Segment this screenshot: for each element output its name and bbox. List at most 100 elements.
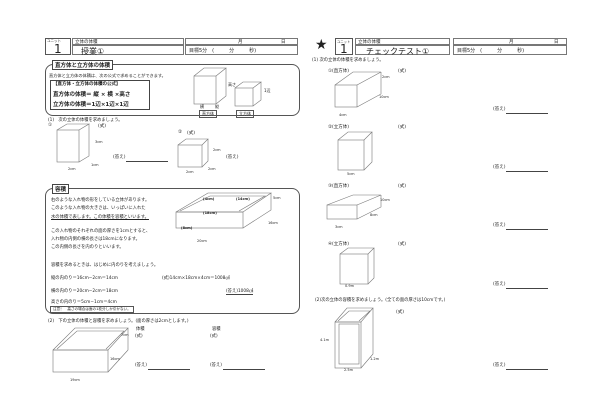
text-line: この内側の長さを内のりといいます。: [51, 245, 124, 251]
text-line: 水の体積で表します。この体積を容積といいます。: [51, 214, 149, 220]
calc-height: 高さの内のり＝5cm−1cm＝4cm: [51, 300, 117, 305]
unit-label: ユニット: [47, 39, 61, 43]
text-line: 入れ物の内側の横の長さは18cmになります。: [51, 237, 140, 243]
calc-depth: 縦の内のり＝16cm−2cm＝14cm: [51, 276, 118, 281]
capacity-answer-line[interactable]: [223, 363, 265, 370]
item-label: ④(立方体): [328, 242, 350, 247]
text-line: このような入れ物の大きさは、いっぱいに入れた: [51, 206, 146, 212]
q2-formula: (式): [396, 310, 405, 315]
width-label: 横: [200, 104, 204, 109]
item-formula: (式): [398, 242, 407, 247]
calc-width: 横の内のり＝20cm−2cm＝18cm: [51, 289, 118, 294]
capacity-box: [45, 188, 300, 314]
topic: 立体の体積: [75, 40, 98, 45]
dim-label: 2cm: [68, 167, 76, 171]
date-cell: 月日: [453, 38, 567, 45]
volume-heading: 体積: [136, 327, 145, 332]
volume-answer-line[interactable]: [148, 363, 190, 370]
note: 注意！ 高さの場合は面の1枚分しか引かない。: [50, 306, 134, 313]
dim-label: 10cm: [379, 95, 389, 99]
intro-heading: 直方体と立方体の体積: [52, 60, 114, 70]
cube-diagram: [234, 81, 262, 107]
cube-2: [337, 131, 373, 171]
formula-cube: 立方体の体積＝1辺×1辺×1辺: [53, 102, 129, 108]
day-label: 日: [554, 40, 559, 45]
answer-line[interactable]: [506, 165, 548, 172]
topic: 立体の体積: [358, 40, 381, 45]
q1-1-answer-line[interactable]: [126, 155, 168, 162]
answer-label: (答え): [493, 363, 506, 368]
cube-label: 立方体: [236, 110, 254, 118]
calc-formula: (式)14cm×18cm×4cm＝1008㎤: [162, 276, 230, 281]
fig-label: 20cm: [197, 239, 207, 243]
q1-prompt: (1) 次の立体の体積を求めましょう。: [312, 58, 384, 63]
intro-box: [45, 64, 300, 116]
q1-1-num: ①: [48, 123, 53, 128]
q1-2-num: ②: [178, 130, 183, 135]
answer-line[interactable]: [506, 282, 548, 289]
answer-label: (答え): [493, 282, 506, 287]
day-label: 日: [281, 40, 286, 45]
title-cell: チェックテスト①: [355, 45, 450, 56]
cuboid-diagram: [193, 67, 227, 105]
text-line: 容積を求めるときは、はじめに内のりを考えましょう。: [51, 263, 159, 268]
month-label: 月: [509, 40, 514, 45]
month-label: 月: [238, 40, 243, 45]
q1-2-answer-label: (答え): [226, 155, 239, 160]
fig-label: (18cm): [203, 211, 217, 215]
topic-cell: 立体の体積: [72, 38, 184, 45]
tall-container: [334, 307, 374, 369]
item-label: ③(直方体): [328, 184, 350, 189]
dim-label: 2.5m: [344, 368, 353, 372]
item-formula: (式): [398, 125, 407, 130]
answer-line[interactable]: [506, 223, 548, 230]
q1-2-cube: [177, 138, 209, 168]
dim-label: 19cm: [70, 378, 80, 382]
height-label: 高さ: [228, 82, 236, 87]
answer-line[interactable]: [506, 107, 548, 114]
volume-answer-label: (答え): [135, 363, 147, 368]
unit-number: 1: [54, 42, 62, 56]
q1-1-formula: (式): [98, 124, 107, 129]
q2-prompt: (2) 下の立体の体積と容積を求めましょう。(面の厚さは2cmとします。): [48, 319, 189, 324]
answer-label: (答え): [493, 223, 506, 228]
text-line: 右のような入れ物の形をしている立体があります。: [51, 198, 150, 203]
calc-answer: (答え)1008㎤: [226, 289, 254, 295]
capacity-heading: 容積: [52, 184, 70, 194]
formula-cuboid: 直方体の体積＝ 縦 × 横 ×高さ: [53, 92, 131, 98]
answer-line[interactable]: [506, 363, 548, 370]
dim-label: 10cm: [380, 198, 390, 202]
formula-box: [50, 80, 150, 110]
dim-label: 2cm: [213, 148, 221, 152]
formula-title: 【直方体・立方体の体積の公式】: [53, 82, 121, 87]
item-label: ①(直方体): [328, 69, 350, 74]
depth-label: 縦: [215, 104, 219, 109]
page-title: チェックテスト①: [366, 47, 430, 56]
answer-label: (答え): [493, 165, 506, 170]
capacity-heading-q2: 容積: [212, 327, 221, 332]
fig-label: 5cm: [273, 196, 281, 200]
container-diagram: [175, 192, 272, 229]
cuboid-1: [334, 71, 382, 108]
page-title: 授業①: [81, 47, 105, 56]
fig-label: (14cm): [236, 197, 250, 201]
dim-label: 3cm: [95, 140, 103, 144]
dim-label: 1.2m: [370, 357, 379, 361]
fig-label: (8cm): [181, 226, 193, 230]
q1-2-formula: (式): [187, 131, 196, 136]
text-line: この入れ物のそれぞれの面の厚さを1cmとすると、: [51, 228, 151, 234]
unit-box: ユニット 1: [335, 38, 353, 56]
goal-cell: 目標5分 ( 分 秒): [453, 45, 567, 55]
dim-label: 2cm: [186, 170, 194, 174]
dim-label: 0.9m: [345, 284, 354, 288]
goal-cell: 目標5分 ( 分 秒): [185, 45, 298, 55]
fig-label: 16cm: [268, 221, 278, 225]
dim-label: 7cm: [121, 333, 129, 337]
side-label: 1辺: [264, 88, 271, 93]
q1-1-answer-label: (答え): [113, 155, 126, 160]
unit-label: ユニット: [337, 40, 351, 44]
goal-time: 目標5分 ( 分 秒): [189, 48, 257, 54]
item-formula: (式): [398, 184, 407, 189]
q1-1-cuboid: [56, 123, 91, 163]
capacity-formula: (式): [210, 334, 218, 339]
